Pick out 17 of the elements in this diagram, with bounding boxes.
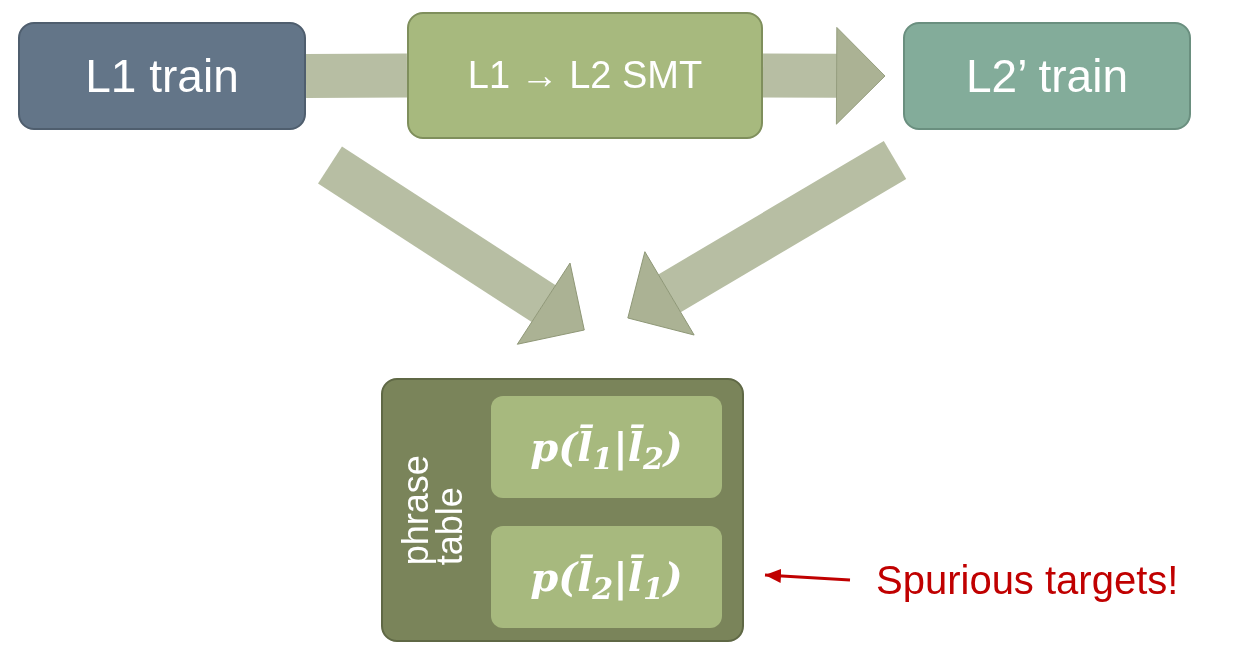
table-panel — [381, 378, 744, 642]
process-box — [18, 22, 306, 130]
node-label: p(l̄$_{2}$|l̄$_{1}$) — [530, 552, 683, 607]
block-arrow — [318, 146, 585, 345]
node-label: p(l̄$_{1}$|l̄$_{2}$) — [530, 422, 683, 477]
formula-box — [491, 526, 722, 628]
node-label: L1 train — [85, 48, 239, 104]
annotation-label: Spurious targets! — [876, 557, 1179, 604]
panel-title: phrase table — [398, 455, 468, 565]
formula-box — [491, 396, 722, 498]
process-box — [903, 22, 1191, 130]
block-arrow — [762, 26, 886, 125]
node-label: L1 → L2 SMT — [467, 53, 703, 98]
arrow — [764, 568, 851, 583]
node-label: L2’ train — [966, 48, 1128, 104]
block-arrow — [627, 141, 907, 336]
process-box — [407, 12, 763, 139]
